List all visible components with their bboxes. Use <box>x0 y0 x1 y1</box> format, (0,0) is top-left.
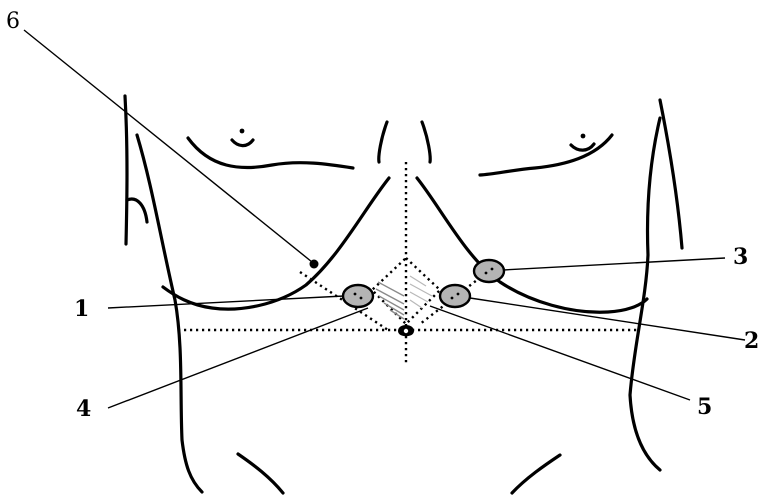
label-3: 3 <box>733 244 748 270</box>
leader-5 <box>430 306 690 400</box>
right-pelvic-curve <box>512 455 560 493</box>
hatch-left-half <box>376 282 404 319</box>
right-arm-contour <box>660 100 682 248</box>
label-6: 6 <box>6 9 20 34</box>
label-4: 4 <box>76 396 91 422</box>
label-1: 1 <box>74 296 89 322</box>
label-5: 5 <box>697 394 712 420</box>
hatched-target-area <box>376 276 432 319</box>
leader-6 <box>24 30 312 262</box>
leader-1 <box>108 296 344 308</box>
port-2 <box>440 285 470 307</box>
port-3 <box>474 260 504 282</box>
label-2: 2 <box>744 328 759 354</box>
left-arm-contour <box>125 96 127 244</box>
right-nipple-dot <box>581 134 586 139</box>
umbilicus-marker <box>398 325 414 336</box>
left-nipple-mark <box>232 140 253 146</box>
leader-4 <box>108 308 368 408</box>
left-clavicle <box>188 138 353 168</box>
right-nipple-mark <box>571 144 594 150</box>
left-shoulder-contour <box>127 199 147 222</box>
neck-left <box>379 122 387 162</box>
left-nipple-dot <box>240 129 245 134</box>
leader-2 <box>470 298 745 340</box>
left-lateral-chest-contour <box>137 135 202 492</box>
neck-right <box>422 122 430 162</box>
leader-3 <box>503 258 725 270</box>
right-lateral-chest-contour <box>630 118 660 470</box>
torso-outline <box>125 96 682 493</box>
port-1 <box>343 285 373 307</box>
left-pelvic-curve <box>238 454 283 493</box>
right-clavicle <box>480 135 612 175</box>
